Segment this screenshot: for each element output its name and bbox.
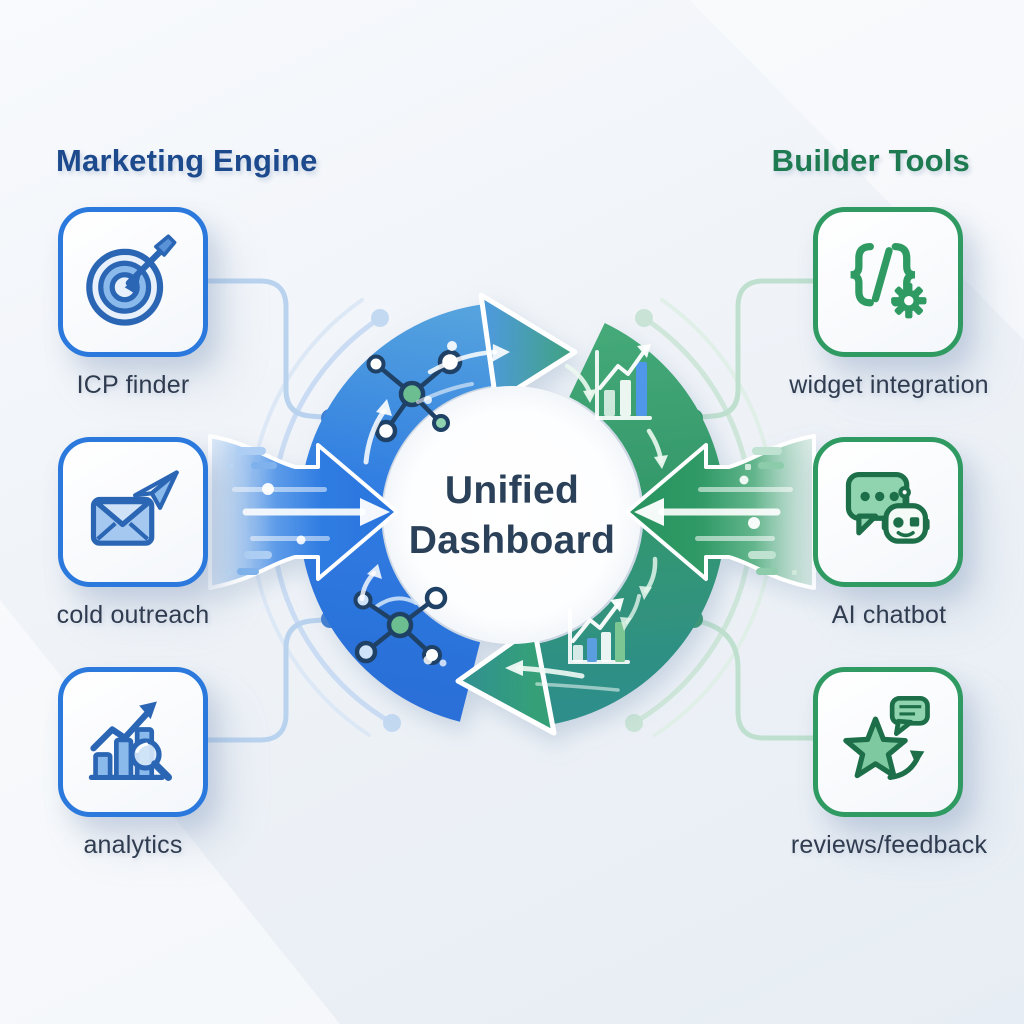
molecule-icon <box>353 586 448 665</box>
card-widget-integration[interactable] <box>813 207 963 357</box>
reviews-trace <box>699 619 820 741</box>
card-label-cold-outreach: cold outreach <box>56 601 210 629</box>
widget-trace <box>699 278 820 420</box>
card-cold-outreach[interactable] <box>58 437 208 587</box>
flow-arrows <box>359 341 668 692</box>
dash-clusters <box>226 447 797 575</box>
speed-lines-left <box>232 483 390 545</box>
card-ai-chatbot[interactable] <box>813 437 963 587</box>
star-feedback-icon <box>843 695 930 780</box>
center-dashboard-label: Unified Dashboard <box>352 466 672 566</box>
card-label-analytics: analytics <box>83 831 183 859</box>
ring-top-arrowhead <box>478 292 578 405</box>
speed-lines-right <box>634 475 793 541</box>
ring-bottom-arrowhead <box>455 624 557 736</box>
card-label-widget-integration: widget integration <box>789 371 989 399</box>
chatbot-icon <box>845 471 930 544</box>
mini-bar-chart-icon <box>595 344 652 420</box>
right-panel-title: Builder Tools <box>771 143 970 178</box>
code-gear-icon <box>850 243 927 319</box>
email-send-icon <box>90 470 179 546</box>
card-label-ai-chatbot: AI chatbot <box>831 601 947 629</box>
target-icon <box>86 234 177 326</box>
hub-circle <box>383 386 641 644</box>
card-icp-finder[interactable] <box>58 207 208 357</box>
left-panel-title: Marketing Engine <box>56 143 318 178</box>
center-label-line1: Unified <box>444 469 580 512</box>
card-label-reviews-feedback: reviews/feedback <box>790 831 988 859</box>
icp-finder-trace <box>204 278 325 420</box>
mini-bar-chart-icon <box>568 598 630 664</box>
analytics-icon <box>88 701 172 781</box>
card-analytics[interactable] <box>58 667 208 817</box>
analytics-trace <box>204 617 325 743</box>
center-label-line2: Dashboard <box>408 519 616 562</box>
card-label-icp-finder: ICP finder <box>76 371 190 399</box>
sync-ring <box>208 292 816 736</box>
card-reviews-feedback[interactable] <box>813 667 963 817</box>
